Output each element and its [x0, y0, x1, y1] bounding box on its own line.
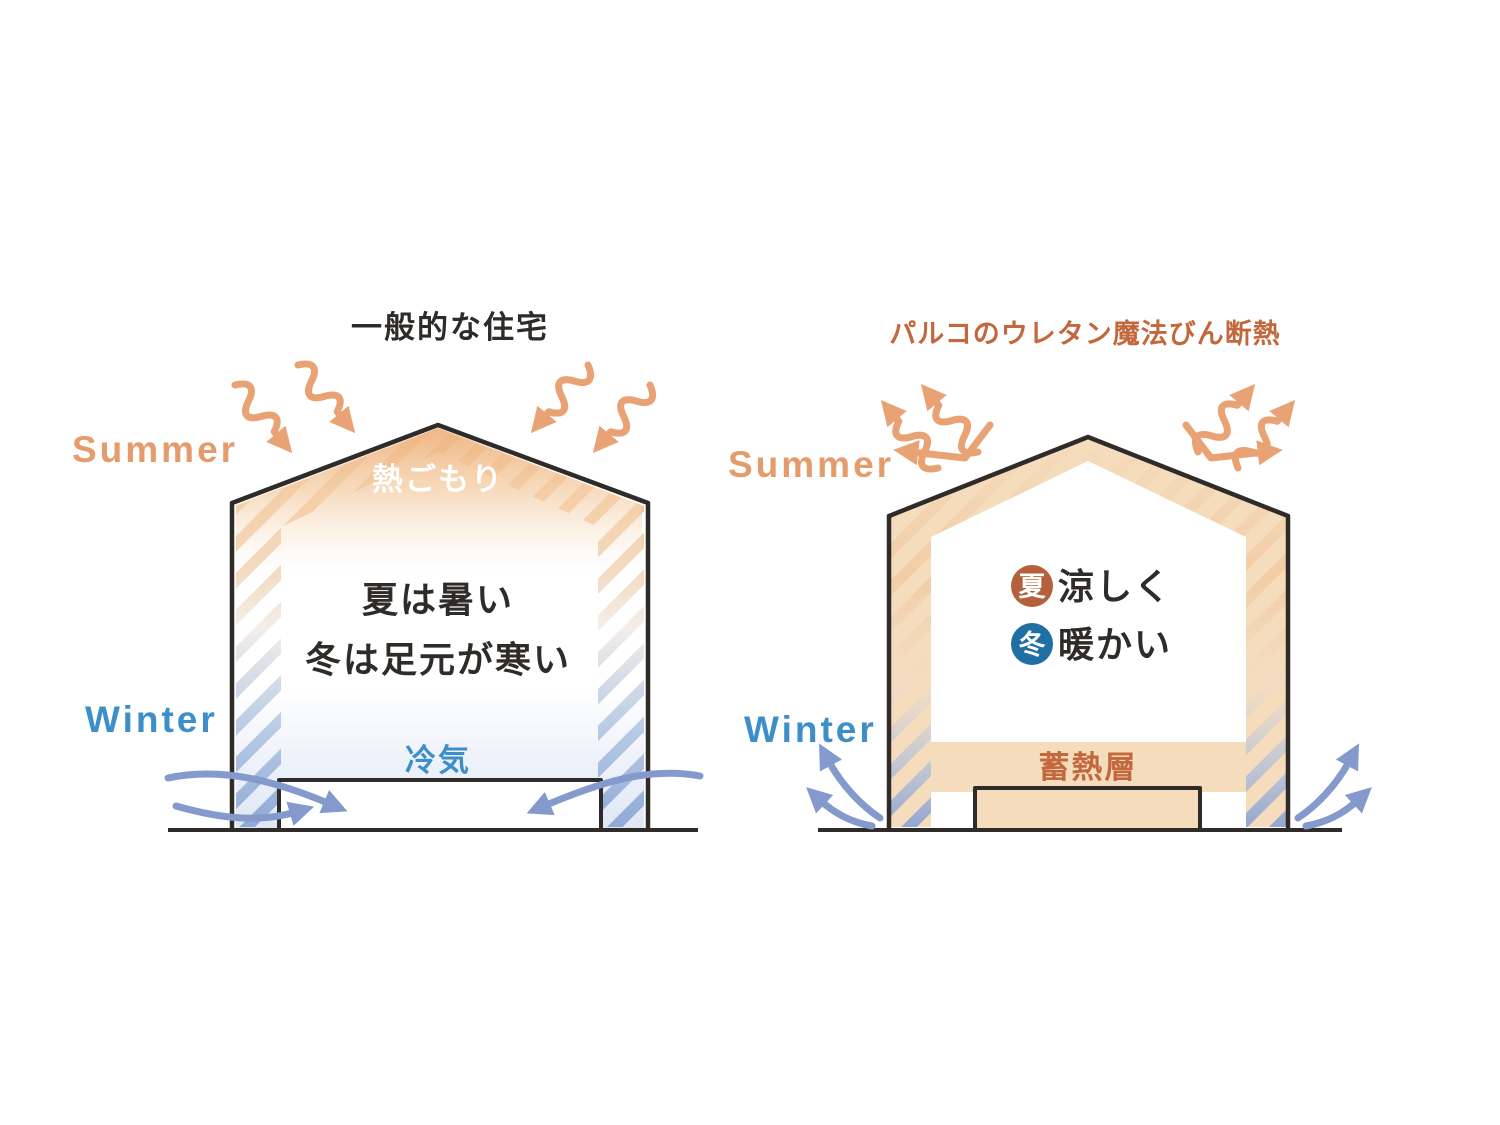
heat-wave-arrow-icon: [535, 358, 596, 425]
left-interior-line1: 夏は暑い: [362, 579, 514, 620]
heat-reflect-arrow-icon: [1182, 421, 1283, 466]
left-house-title: 一般的な住宅: [351, 310, 549, 345]
cold-air-deflect-arrow-icon: [1302, 787, 1372, 830]
left-interior-line2: 冬は足元が寒い: [305, 639, 571, 680]
heat-wave-arrow-icon: [290, 358, 351, 425]
cold-air-deflect-arrow-icon: [806, 787, 876, 830]
left-winter-label: Winter: [85, 699, 218, 740]
winter-comfort-text: 暖かい: [1058, 624, 1172, 665]
right-comfort-summer: 夏 涼しく: [1011, 565, 1172, 607]
heat-wave-arrow-icon: [925, 392, 986, 459]
cold-air-arrow-icon: [164, 770, 348, 814]
cold-air-deflect-arrow-icon: [819, 743, 884, 822]
right-house-outline: [886, 434, 1291, 831]
right-comfort-winter: 冬 暖かい: [1011, 623, 1172, 665]
cold-air-arrow-icon: [172, 801, 315, 826]
heat-wave-arrow-icon: [597, 378, 658, 445]
right-wall-hatching: [889, 439, 1288, 827]
right-winter-arrows: [806, 743, 1372, 830]
left-cold-air-label: 冷気: [405, 743, 471, 778]
right-house-title: パルコのウレタン魔法びん断熱: [889, 319, 1280, 349]
left-floor-platform: [277, 778, 603, 828]
cold-air-arrow-icon: [526, 769, 704, 816]
right-winter-label: Winter: [744, 709, 877, 750]
left-heat-trap-label: 熱ごもり: [372, 462, 504, 497]
left-heat-pocket-fill: [236, 428, 642, 572]
summer-comfort-text: 涼しく: [1058, 566, 1172, 607]
heat-reflect-arrow-icon: [893, 421, 994, 466]
left-summer-label: Summer: [72, 429, 238, 470]
left-winter-arrows: [164, 769, 704, 826]
right-house-group: パルコのウレタン魔法びん断熱 Summer Winter 蓄熱層 夏 涼しく 冬…: [728, 319, 1372, 832]
winter-badge-char: 冬: [1019, 629, 1046, 660]
right-floor-slab: [931, 742, 1246, 792]
left-house-group: 一般的な住宅 Summer Winter 熱ごもり 夏は暑い 冬は足元が寒い 冷…: [72, 310, 704, 832]
right-floor-pedestal: [973, 786, 1202, 828]
right-summer-label: Summer: [728, 444, 894, 485]
heat-wave-arrow-icon: [1230, 408, 1291, 475]
cold-air-deflect-arrow-icon: [1294, 743, 1359, 822]
left-house-outline: [229, 422, 651, 831]
summer-badge-icon: [1011, 565, 1053, 607]
right-heat-storage-label: 蓄熱層: [1039, 750, 1138, 785]
winter-badge-icon: [1011, 623, 1053, 665]
right-summer-arrows: [885, 392, 1291, 475]
summer-badge-char: 夏: [1019, 572, 1047, 602]
